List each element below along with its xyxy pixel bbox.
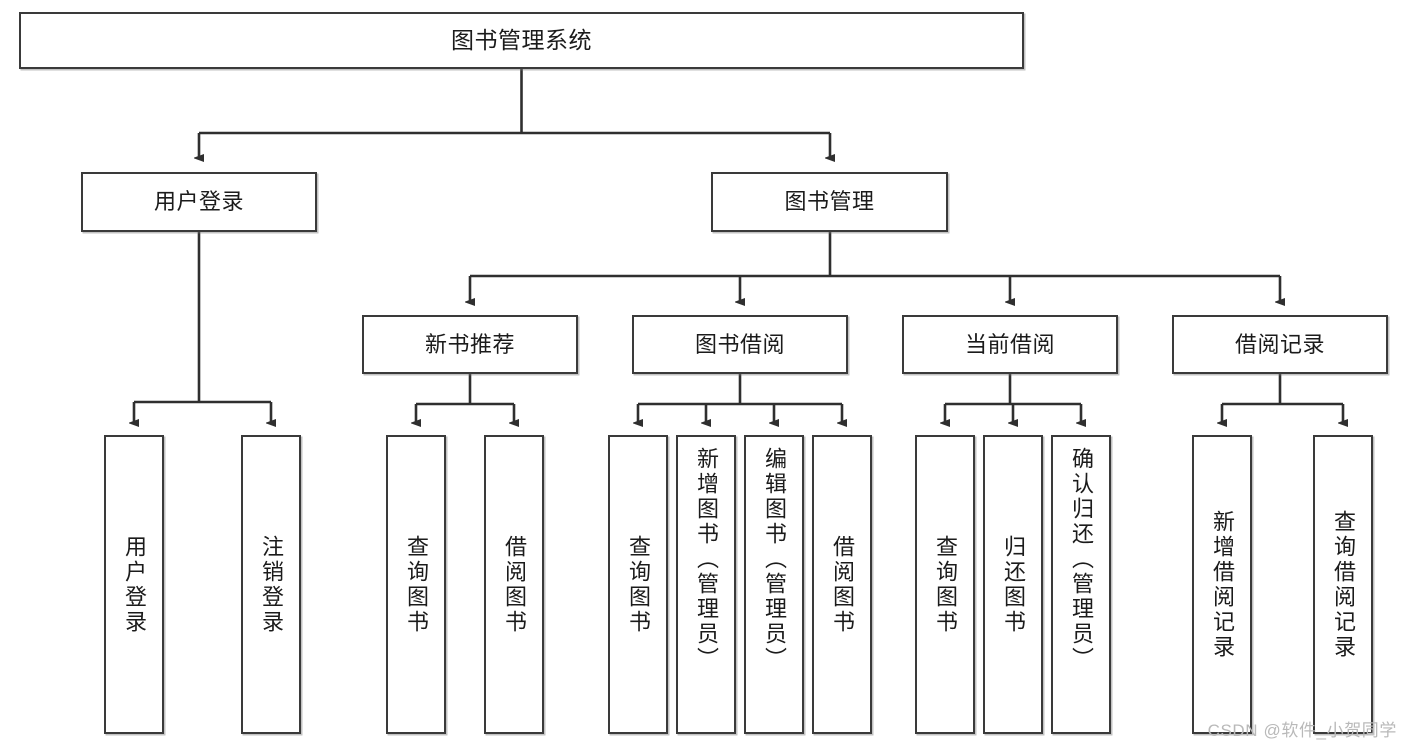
- node-leaf-add-borrow-record[interactable]: 新增借阅记录: [1192, 435, 1252, 734]
- node-leaf-query-book-borrow[interactable]: 查询图书: [608, 435, 668, 734]
- node-root[interactable]: 图书管理系统: [19, 12, 1024, 69]
- node-leaf-query-book-borrow-label: 查询图书: [626, 534, 651, 635]
- node-leaf-confirm-return-admin[interactable]: 确认归还（管理员）: [1051, 435, 1111, 734]
- node-leaf-confirm-return-admin-label: 确认归还（管理员）: [1069, 447, 1094, 672]
- node-book-borrow[interactable]: 图书借阅: [632, 315, 848, 374]
- node-leaf-query-book-current[interactable]: 查询图书: [915, 435, 975, 734]
- node-leaf-query-book-rec[interactable]: 查询图书: [386, 435, 446, 734]
- node-leaf-borrow-book-rec-label: 借阅图书: [502, 534, 527, 635]
- node-book-management-label: 图书管理: [784, 189, 875, 215]
- node-leaf-add-borrow-record-label: 新增借阅记录: [1210, 509, 1235, 660]
- node-leaf-query-borrow-record-label: 查询借阅记录: [1331, 509, 1356, 660]
- node-borrow-record[interactable]: 借阅记录: [1172, 315, 1388, 374]
- node-leaf-edit-book-admin-label: 编辑图书（管理员）: [762, 447, 787, 672]
- node-leaf-user-login[interactable]: 用户登录: [104, 435, 164, 734]
- node-leaf-add-book-admin[interactable]: 新增图书（管理员）: [676, 435, 736, 734]
- node-root-label: 图书管理系统: [451, 26, 592, 53]
- node-leaf-query-book-rec-label: 查询图书: [404, 534, 429, 635]
- node-book-borrow-label: 图书借阅: [694, 331, 785, 357]
- node-current-borrow[interactable]: 当前借阅: [902, 315, 1118, 374]
- node-leaf-add-book-admin-label: 新增图书（管理员）: [694, 447, 719, 672]
- node-borrow-record-label: 借阅记录: [1234, 331, 1325, 357]
- node-leaf-logout[interactable]: 注销登录: [241, 435, 301, 734]
- watermark-text: CSDN @软件_小贺同学: [1207, 721, 1397, 740]
- node-new-book-recommend[interactable]: 新书推荐: [362, 315, 578, 374]
- node-leaf-borrow-book[interactable]: 借阅图书: [812, 435, 872, 734]
- node-current-borrow-label: 当前借阅: [964, 331, 1055, 357]
- node-leaf-query-book-current-label: 查询图书: [933, 534, 958, 635]
- node-leaf-return-book-label: 归还图书: [1001, 534, 1026, 635]
- node-new-book-recommend-label: 新书推荐: [424, 331, 515, 357]
- node-leaf-logout-label: 注销登录: [259, 534, 284, 635]
- node-leaf-user-login-label: 用户登录: [122, 534, 147, 635]
- node-leaf-borrow-book-rec[interactable]: 借阅图书: [484, 435, 544, 734]
- node-book-management[interactable]: 图书管理: [711, 172, 948, 232]
- node-user-login[interactable]: 用户登录: [81, 172, 317, 232]
- node-user-login-label: 用户登录: [153, 189, 244, 215]
- node-leaf-return-book[interactable]: 归还图书: [983, 435, 1043, 734]
- node-leaf-edit-book-admin[interactable]: 编辑图书（管理员）: [744, 435, 804, 734]
- node-leaf-borrow-book-label: 借阅图书: [830, 534, 855, 635]
- node-leaf-query-borrow-record[interactable]: 查询借阅记录: [1313, 435, 1373, 734]
